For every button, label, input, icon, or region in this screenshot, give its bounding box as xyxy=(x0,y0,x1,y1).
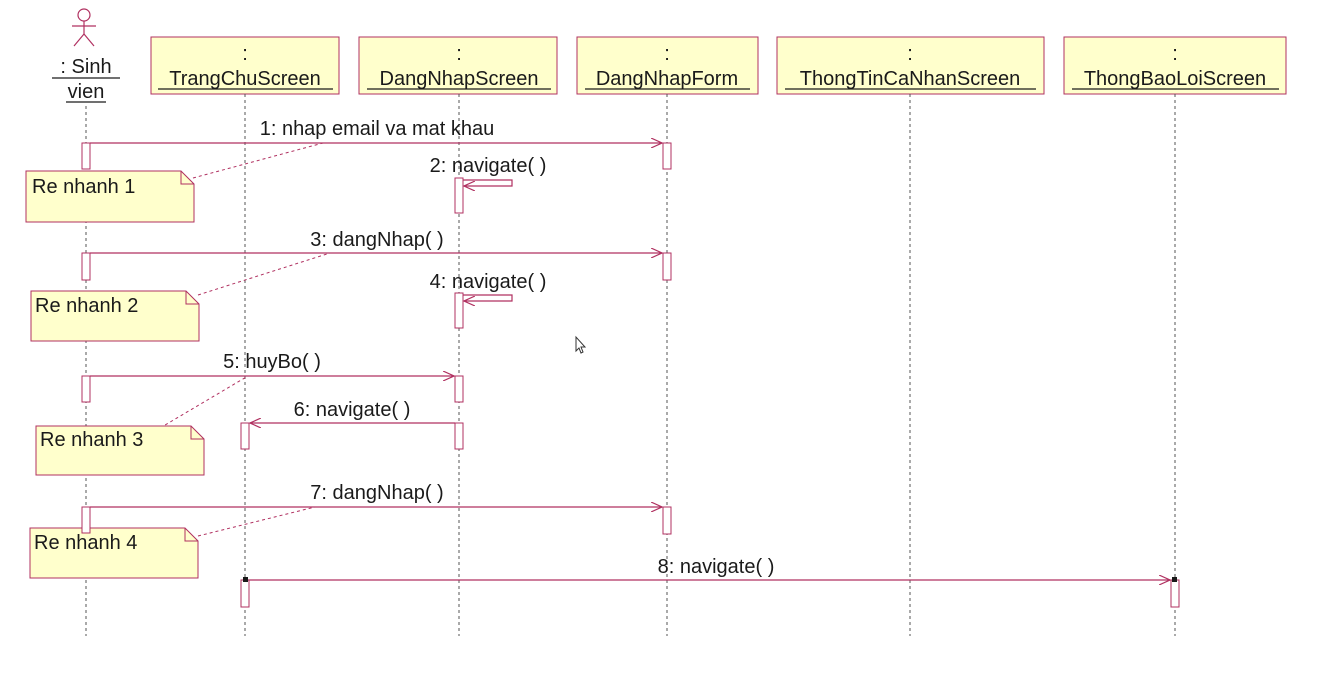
message-7[interactable]: 7: dangNhap( ) xyxy=(90,482,662,507)
object-prefix: : xyxy=(907,43,913,65)
object-name: ThongTinCaNhanScreen xyxy=(800,68,1021,90)
object-thongtincanhanscreen[interactable]: : ThongTinCaNhanScreen xyxy=(776,36,1045,95)
note-text: Re nhanh 3 xyxy=(40,429,143,451)
message-label: 1: nhap email va mat khau xyxy=(260,118,495,140)
object-name: ThongBaoLoiScreen xyxy=(1084,68,1266,90)
message-label: 3: dangNhap( ) xyxy=(310,229,443,251)
actor-name-line1: : Sinh xyxy=(60,56,111,78)
note-re-nhanh-1[interactable]: Re nhanh 1 xyxy=(25,170,195,223)
activation-bars xyxy=(81,142,1180,608)
mouse-cursor-icon xyxy=(575,335,587,354)
message-label: 2: navigate( ) xyxy=(430,155,547,177)
note-text: Re nhanh 4 xyxy=(34,532,137,554)
message-3[interactable]: 3: dangNhap( ) xyxy=(90,229,662,253)
note-re-nhanh-2[interactable]: Re nhanh 2 xyxy=(30,290,200,342)
note-re-nhanh-4[interactable]: Re nhanh 4 xyxy=(29,527,199,579)
object-dangnhapform[interactable]: : DangNhapForm xyxy=(576,36,759,95)
object-name: DangNhapScreen xyxy=(380,68,539,90)
message-6[interactable]: 6: navigate( ) xyxy=(250,399,455,423)
object-thongbaoloiscreen[interactable]: : ThongBaoLoiScreen xyxy=(1063,36,1287,95)
message-label: 8: navigate( ) xyxy=(658,556,775,578)
stick-figure-icon xyxy=(72,8,96,47)
message-4[interactable]: 4: navigate( ) xyxy=(430,271,547,301)
object-trangchuscreen[interactable]: : TrangChuScreen xyxy=(150,36,340,95)
message-label: 6: navigate( ) xyxy=(294,399,411,421)
object-name: DangNhapForm xyxy=(596,68,738,90)
note-text: Re nhanh 2 xyxy=(35,295,138,317)
object-prefix: : xyxy=(242,43,248,65)
message-5[interactable]: 5: huyBo( ) xyxy=(90,351,454,376)
object-dangnhapscreen[interactable]: : DangNhapScreen xyxy=(358,36,558,95)
note-connectors xyxy=(159,142,331,537)
object-prefix: : xyxy=(664,43,670,65)
object-prefix: : xyxy=(1172,43,1178,65)
message-label: 7: dangNhap( ) xyxy=(310,482,443,504)
message-2[interactable]: 2: navigate( ) xyxy=(430,155,547,186)
note-re-nhanh-3[interactable]: Re nhanh 3 xyxy=(35,425,205,476)
object-prefix: : xyxy=(456,43,462,65)
message-label: 5: huyBo( ) xyxy=(223,351,321,373)
message-1[interactable]: 1: nhap email va mat khau xyxy=(90,118,662,143)
note-text: Re nhanh 1 xyxy=(32,176,135,198)
actor-name-line2: vien xyxy=(68,81,105,103)
message-8[interactable]: 8: navigate( ) xyxy=(243,556,1177,582)
object-name: TrangChuScreen xyxy=(169,68,321,90)
message-label: 4: navigate( ) xyxy=(430,271,547,293)
actor-sinh-vien[interactable]: : Sinh vien xyxy=(52,8,120,103)
